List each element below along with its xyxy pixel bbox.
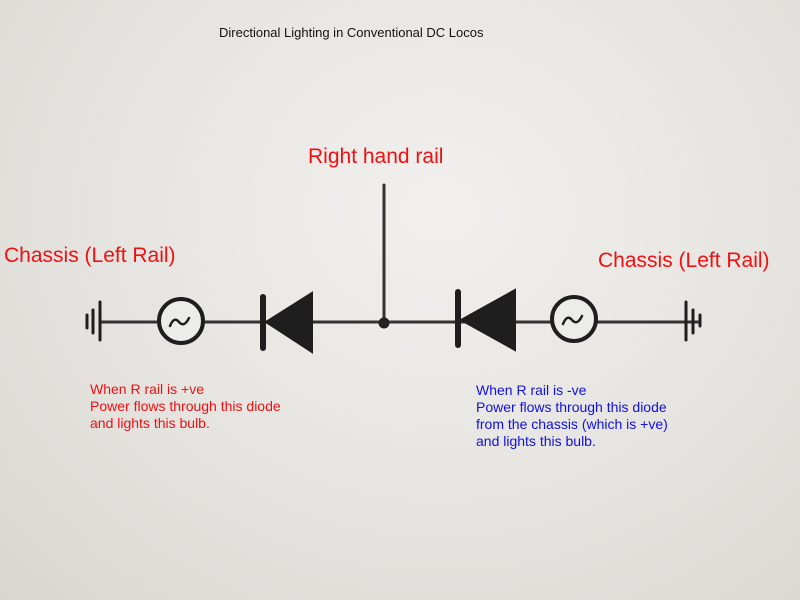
note-line: Power flows through this diode [90,398,281,414]
diode-left-icon [260,291,313,354]
note-line: When R rail is +ve [90,381,204,397]
bulb-right-icon [550,295,598,343]
right-rail-label: Right hand rail [308,145,444,168]
note-line: and lights this bulb. [476,433,596,449]
junction-dot [378,317,390,329]
note-positive: When R rail is +ve Power flows through t… [90,381,281,432]
note-negative: When R rail is -ve Power flows through t… [476,382,668,450]
diagram-title: Directional Lighting in Conventional DC … [219,25,484,40]
diode-right-icon [455,288,516,352]
chassis-right-label: Chassis (Left Rail) [598,249,770,272]
bulb-left-icon [157,297,205,345]
chassis-left-label: Chassis (Left Rail) [4,244,176,267]
chassis-ground-right-icon [684,300,702,342]
chassis-ground-left-icon [85,300,102,342]
note-line: When R rail is -ve [476,382,587,398]
note-line: Power flows through this diode [476,399,667,415]
note-line: from the chassis (which is +ve) [476,416,668,432]
note-line: and lights this bulb. [90,415,210,431]
